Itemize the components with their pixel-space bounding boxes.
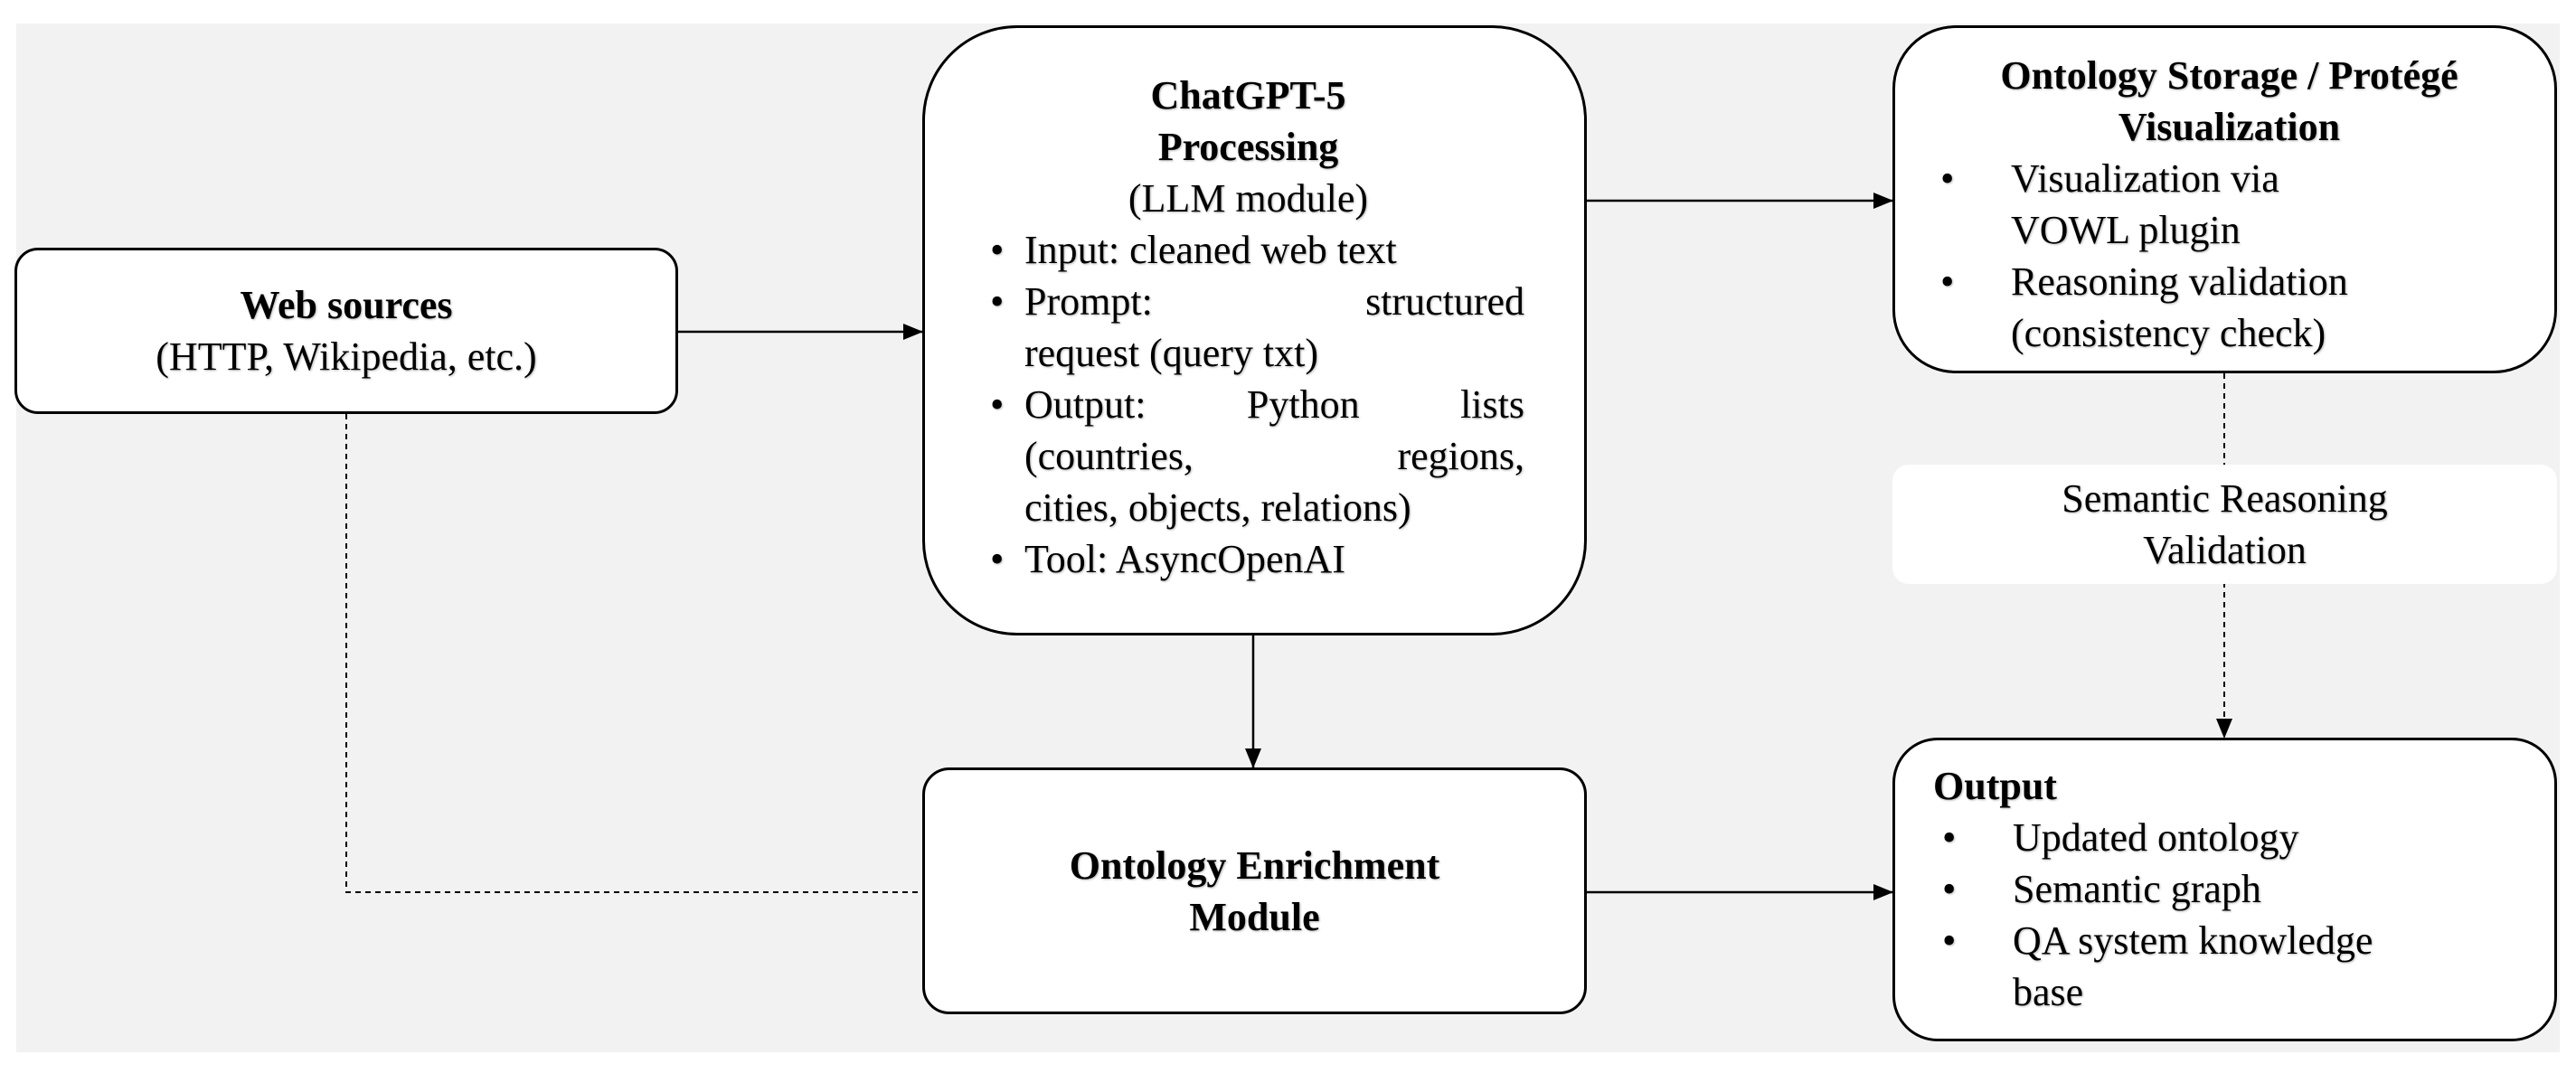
semantic-reasoning-label: Semantic Reasoning Validation xyxy=(1892,465,2557,584)
storage-bullet-item: Visualization via VOWL plugin xyxy=(1931,153,2527,256)
chatgpt-processing-box: ChatGPT-5 Processing (LLM module) Input:… xyxy=(922,25,1587,635)
output-bullet-list: Updated ontology Semantic graph QA syste… xyxy=(1933,812,2527,1018)
storage-item-line1: Visualization via xyxy=(2011,156,2279,201)
storage-item-line2: VOWL plugin xyxy=(2011,208,2241,252)
chatgpt-output-mid: Python xyxy=(1246,382,1360,427)
web-sources-box: Web sources (HTTP, Wikipedia, etc.) xyxy=(14,248,678,414)
chatgpt-bullet-tool: Tool: AsyncOpenAI xyxy=(972,533,1524,585)
semantic-label-line1: Semantic Reasoning xyxy=(2062,476,2388,521)
chatgpt-title-line1: ChatGPT-5 xyxy=(1150,73,1346,118)
output-bullet-item: Updated ontology xyxy=(1933,812,2527,863)
chatgpt-bullet-list: Input: cleaned web text Prompt: structur… xyxy=(972,224,1524,585)
chatgpt-bullet-output: Output: Python lists (countries, regions… xyxy=(972,379,1524,533)
output-item-line1: QA system knowledge xyxy=(2013,918,2373,963)
output-item-line1: Semantic graph xyxy=(2013,867,2261,911)
output-bullet-item: QA system knowledge base xyxy=(1933,915,2527,1018)
chatgpt-output-line2-a: (countries, xyxy=(1024,434,1194,478)
web-sources-title: Web sources xyxy=(240,283,453,327)
chatgpt-output-line2-b: regions, xyxy=(1397,434,1524,478)
chatgpt-output-end: lists xyxy=(1460,382,1524,427)
output-item-line1: Updated ontology xyxy=(2013,815,2299,860)
web-sources-subtitle: (HTTP, Wikipedia, etc.) xyxy=(156,334,537,379)
ontology-enrichment-box: Ontology Enrichment Module xyxy=(922,767,1587,1014)
output-box: Output Updated ontology Semantic graph Q… xyxy=(1892,738,2557,1041)
output-title: Output xyxy=(1933,764,2057,808)
chatgpt-prompt-rest1: structured xyxy=(1365,279,1524,324)
storage-title-line1: Ontology Storage / Protégé xyxy=(2000,53,2458,98)
output-bullet-item: Semantic graph xyxy=(1933,863,2527,915)
enrichment-title-line2: Module xyxy=(1189,894,1320,939)
chatgpt-tool-text: Tool: AsyncOpenAI xyxy=(1024,537,1345,581)
storage-bullet-list: Visualization via VOWL plugin Reasoning … xyxy=(1931,153,2527,359)
chatgpt-prompt-rest2: request (query txt) xyxy=(1024,331,1318,375)
chatgpt-bullet-prompt: Prompt: structured request (query txt) xyxy=(972,276,1524,379)
chatgpt-title-line2: Processing xyxy=(1157,125,1339,169)
semantic-label-line2: Validation xyxy=(2143,528,2307,572)
chatgpt-output-word: Output: xyxy=(1024,382,1146,427)
enrichment-title-line1: Ontology Enrichment xyxy=(1069,842,1440,888)
storage-title-line2: Visualization xyxy=(2118,105,2341,149)
storage-item-line2: (consistency check) xyxy=(2011,311,2326,355)
chatgpt-output-line3: cities, objects, relations) xyxy=(1024,485,1411,530)
storage-bullet-item: Reasoning validation (consistency check) xyxy=(1931,256,2527,359)
output-item-line2: base xyxy=(2013,970,2084,1014)
chatgpt-input-text: Input: cleaned web text xyxy=(1024,228,1397,272)
chatgpt-subtitle: (LLM module) xyxy=(1128,176,1369,221)
storage-item-line1: Reasoning validation xyxy=(2011,259,2348,304)
chatgpt-bullet-input: Input: cleaned web text xyxy=(972,224,1524,276)
chatgpt-prompt-word: Prompt: xyxy=(1024,279,1153,324)
ontology-storage-box: Ontology Storage / Protégé Visualization… xyxy=(1892,25,2557,373)
